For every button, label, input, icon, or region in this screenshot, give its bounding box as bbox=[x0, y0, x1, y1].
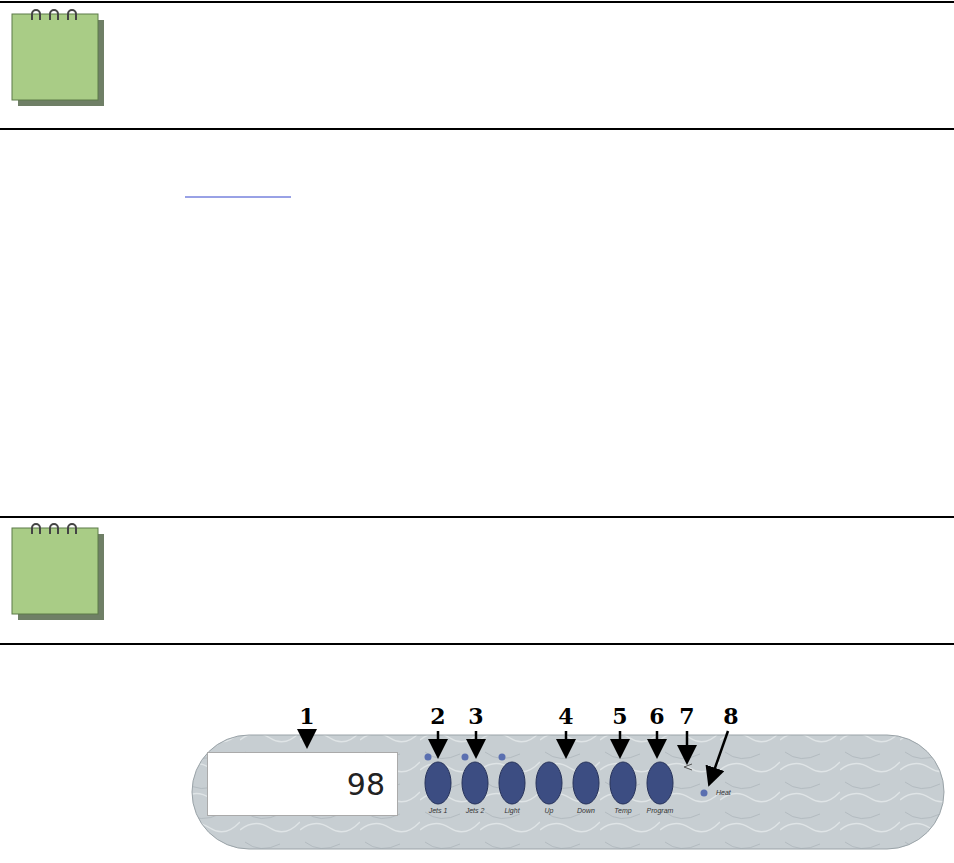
note-icon bbox=[12, 10, 104, 106]
link-underline bbox=[185, 197, 291, 198]
display-screen: 98 bbox=[207, 752, 398, 816]
panel-symbol bbox=[684, 764, 692, 770]
button-label: Heat bbox=[716, 789, 731, 796]
callout-number: 8 bbox=[723, 703, 738, 729]
rule bbox=[0, 128, 954, 130]
note-icon bbox=[12, 524, 104, 620]
button-label: Jets 2 bbox=[466, 807, 485, 814]
callout-number: 3 bbox=[468, 703, 483, 729]
callout-number: 5 bbox=[612, 703, 627, 729]
callout-number: 2 bbox=[430, 703, 445, 729]
callout-number: 7 bbox=[679, 703, 694, 729]
rule bbox=[0, 643, 954, 645]
control-panel bbox=[192, 735, 944, 849]
button-label: Temp bbox=[614, 807, 631, 814]
button-label: Program bbox=[647, 807, 674, 814]
callout-number: 6 bbox=[649, 703, 664, 729]
button-label: Jets 1 bbox=[429, 807, 448, 814]
rule bbox=[0, 1, 954, 3]
callout-number: 4 bbox=[558, 703, 573, 729]
button-label: Down bbox=[577, 807, 595, 814]
panel-buttons bbox=[425, 762, 673, 804]
button-label: Up bbox=[545, 807, 554, 814]
temperature-readout: 98 bbox=[347, 767, 385, 802]
callout-number: 1 bbox=[299, 703, 314, 729]
indicator-leds bbox=[425, 754, 708, 797]
rule bbox=[0, 516, 954, 518]
button-label: Light bbox=[504, 807, 519, 814]
